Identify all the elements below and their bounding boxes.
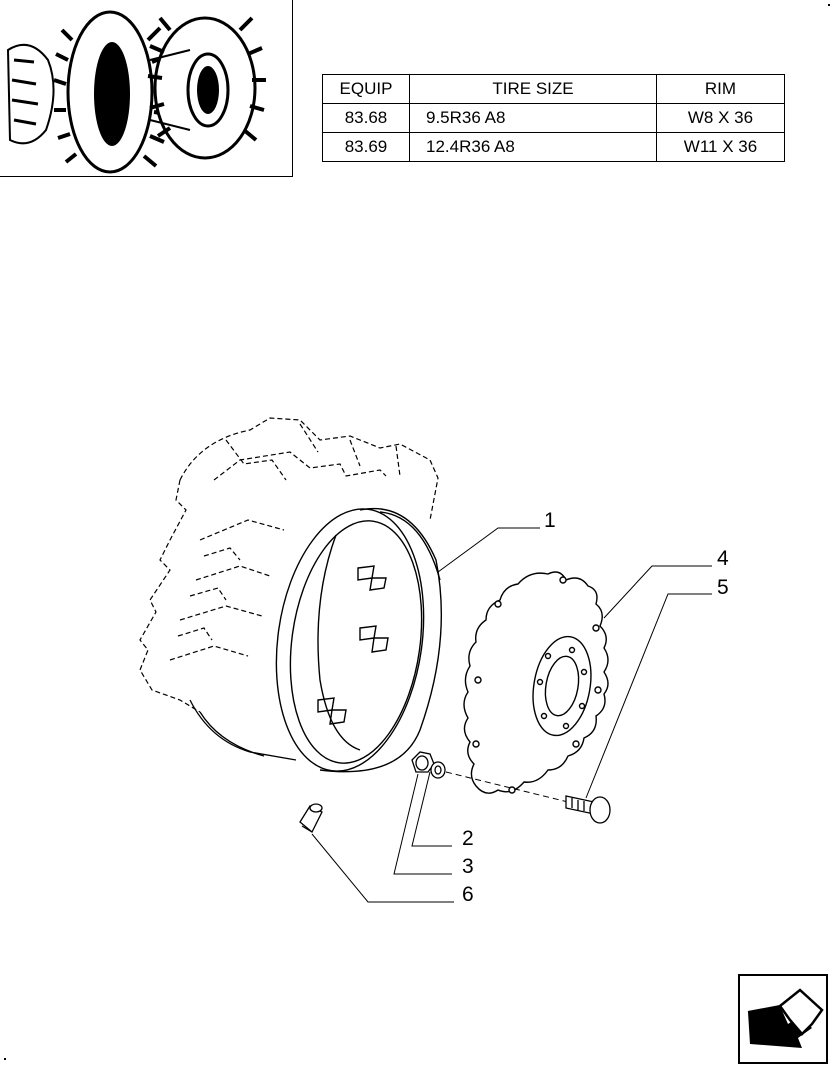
tire-spec-table: EQUIP TIRE SIZE RIM 83.68 9.5R36 A8 W8 X…	[322, 74, 785, 162]
page-mark	[4, 1058, 6, 1060]
callout-3: 3	[462, 855, 474, 878]
valve	[299, 803, 323, 834]
next-page-button[interactable]	[738, 974, 828, 1064]
wheel-disc	[463, 571, 609, 794]
callout-4: 4	[717, 547, 729, 570]
tire-bottom	[189, 699, 297, 761]
page-mark	[828, 4, 830, 6]
bolt	[565, 795, 611, 824]
rim	[275, 507, 443, 773]
header-tire-size: TIRE SIZE	[409, 74, 657, 104]
next-page-arrow-icon	[747, 988, 824, 1048]
cell-tire-size: 9.5R36 A8	[409, 103, 657, 133]
cell-rim: W8 X 36	[656, 103, 785, 133]
callout-1: 1	[544, 509, 556, 532]
leader-lines	[311, 527, 712, 903]
cell-tire-size: 12.4R36 A8	[409, 132, 657, 162]
cell-rim: W11 X 36	[656, 132, 785, 162]
callout-6: 6	[462, 883, 474, 906]
table-row: 83.69 12.4R36 A8 W11 X 36	[322, 132, 785, 162]
cell-equip: 83.69	[322, 132, 410, 162]
dual-wheels-icon	[6, 10, 266, 174]
cell-equip: 83.68	[322, 103, 410, 133]
header-equip: EQUIP	[322, 74, 410, 104]
dual-wheels-thumbnail	[0, 0, 293, 177]
tire-outline	[139, 417, 439, 713]
callout-5: 5	[717, 576, 729, 599]
nut-and-washer	[411, 751, 446, 779]
table-row: 83.68 9.5R36 A8 W8 X 36	[322, 103, 785, 133]
callout-2: 2	[462, 827, 474, 850]
